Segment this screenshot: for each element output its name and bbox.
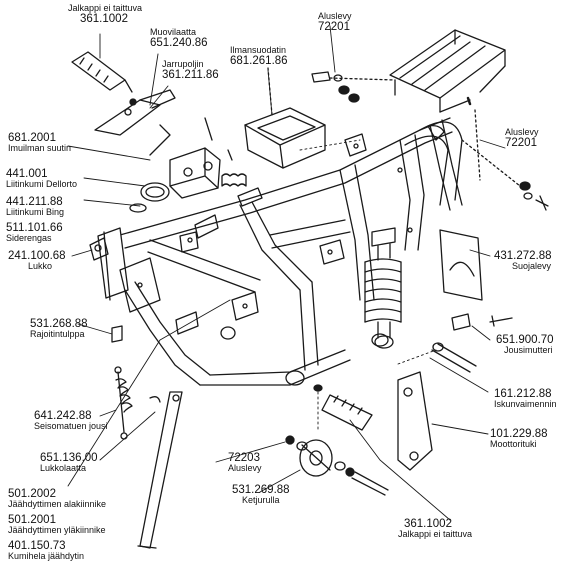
engine-mount: [397, 371, 433, 471]
label-washer-right: Aluslevy 72201: [505, 127, 539, 150]
label-siderengas: 511.101.66 Siderengas: [6, 222, 63, 244]
label-number: 681.2001: [8, 132, 56, 144]
label-name: Jalkappi ei taittuva: [68, 3, 143, 13]
label-name: Jäähdyttimen alakiinnike: [8, 499, 107, 510]
chain-roller: [285, 435, 389, 496]
label-name: Lukko: [28, 261, 53, 272]
brake-pedal: [94, 89, 176, 156]
label-rad-upper: 501.2001 Jäähdyttimen yläkiinnike: [8, 514, 106, 536]
label-name: Moottorituki: [490, 439, 537, 450]
air-filter: [244, 67, 326, 169]
lock-plate-part: [149, 396, 161, 403]
label-intake-nozzle: 681.2001 Imuilman suutin: [8, 132, 71, 154]
label-plastic-plate: Muovilaatta 651.240.86: [150, 27, 208, 50]
label-limiter: 531.268.88 Rajoitintulppa: [30, 318, 88, 340]
label-footpeg-top: Jalkappi ei taittuva 361.1002: [68, 3, 143, 26]
label-number: 72203: [228, 452, 260, 464]
label-footpeg-bottom: 361.1002 Jalkappi ei taittuva: [398, 518, 472, 540]
label-number: 641.242.88: [34, 410, 92, 422]
side-stand: [137, 391, 183, 549]
label-number: 431.272.88: [494, 250, 552, 262]
label-washer-top: Aluslevy 72201: [318, 11, 352, 34]
label-name: Liitinkumi Bing: [6, 207, 65, 218]
label-engine-mount: 101.229.88 Moottorituki: [490, 428, 548, 450]
label-number: 441.211.88: [6, 196, 63, 208]
frame: [97, 117, 463, 386]
label-spring-nut: 651.900.70 Jousimutteri: [496, 334, 554, 356]
label-name: Jarrupoljin: [162, 59, 204, 69]
label-name: Liitinkumi Dellorto: [6, 179, 78, 190]
label-number: 72201: [505, 137, 537, 150]
label-name: Lukkolaatta: [40, 463, 87, 474]
footpeg-bottom: [313, 384, 373, 431]
label-number: 361.1002: [404, 518, 452, 530]
label-name: Muovilaatta: [150, 27, 197, 37]
label-number: 531.268.88: [30, 318, 88, 330]
small-spring: [221, 173, 247, 187]
label-rad-rubber: 401.150.73 Kumihela jäähdytin: [8, 540, 84, 562]
label-guard: 431.272.88 Suojalevy: [494, 250, 552, 272]
label-name: Kumihela jäähdytin: [8, 551, 85, 562]
label-name: Seisomatuen jousi: [34, 421, 108, 432]
label-number: 361.211.86: [162, 69, 219, 82]
label-number: 101.229.88: [490, 428, 548, 440]
label-number: 651.900.70: [496, 334, 554, 346]
washer-group-right: [461, 109, 549, 211]
label-number: 441.001: [6, 168, 48, 180]
shock-absorber: [364, 227, 402, 349]
label-name: Jousimutteri: [504, 345, 553, 356]
label-name: Jäähdyttimen yläkiinnike: [8, 525, 106, 536]
lock-part: [89, 237, 109, 261]
label-chain-roller: 531.269.88 Ketjurulla: [232, 484, 290, 506]
label-name: Ketjurulla: [242, 495, 280, 506]
label-number: 651.136.00: [40, 452, 98, 464]
label-name: Ilmansuodatin: [230, 45, 287, 55]
label-dellorto: 441.001 Liitinkumi Dellorto: [6, 168, 77, 190]
label-name: Aluslevy: [505, 127, 539, 137]
label-number: 681.261.86: [230, 55, 288, 68]
label-name: Suojalevy: [512, 261, 552, 272]
label-bing: 441.211.88 Liitinkumi Bing: [6, 196, 64, 218]
limiter-part: [111, 325, 123, 343]
label-name: Jalkappi ei taittuva: [398, 529, 473, 540]
label-brake-pedal: Jarrupoljin 361.211.86: [162, 59, 219, 82]
luggage-rack: [389, 29, 506, 113]
label-number: 511.101.66: [6, 222, 63, 234]
label-number: 651.240.86: [150, 37, 208, 50]
label-name: Iskunvaimennin: [494, 399, 557, 410]
stand-spring: [114, 366, 133, 440]
label-shock: 161.212.88 Iskunvaimennin: [494, 388, 557, 410]
carburetor: [169, 147, 221, 199]
label-lock: 241.100.68 Lukko: [8, 250, 66, 272]
leader-lines: [67, 25, 506, 521]
label-stand-spring: 641.242.88 Seisomatuen jousi: [34, 410, 108, 432]
label-name: Siderengas: [6, 233, 52, 244]
label-name: Aluslevy: [318, 11, 352, 21]
label-number: 401.150.73: [8, 540, 66, 552]
label-lock-plate: 651.136.00 Lukkolaatta: [40, 452, 98, 474]
label-rad-lower: 501.2002 Jäähdyttimen alakiinnike: [8, 488, 106, 510]
label-number: 501.2002: [8, 488, 56, 500]
label-number: 501.2001: [8, 514, 56, 526]
label-number: 361.1002: [80, 13, 128, 26]
footpeg-top: [71, 51, 137, 106]
label-number: 241.100.68: [8, 250, 66, 262]
guard-plate: [439, 229, 483, 301]
washer-group-top: [311, 71, 396, 103]
spring-nut-part: [451, 313, 513, 331]
label-number: 72201: [318, 21, 350, 34]
label-number: 531.269.88: [232, 484, 290, 496]
label-washer-low: 72203 Aluslevy: [228, 452, 262, 474]
label-name: Aluslevy: [228, 463, 262, 474]
rubber-connectors: [129, 117, 233, 213]
label-name: Imuilman suutin: [8, 143, 72, 154]
label-number: 161.212.88: [494, 388, 552, 400]
radiator-mounts: [175, 187, 263, 335]
shock-bolt: [431, 342, 477, 373]
label-air-filter: Ilmansuodatin 681.261.86: [230, 45, 288, 68]
label-name: Rajoitintulppa: [30, 329, 85, 340]
